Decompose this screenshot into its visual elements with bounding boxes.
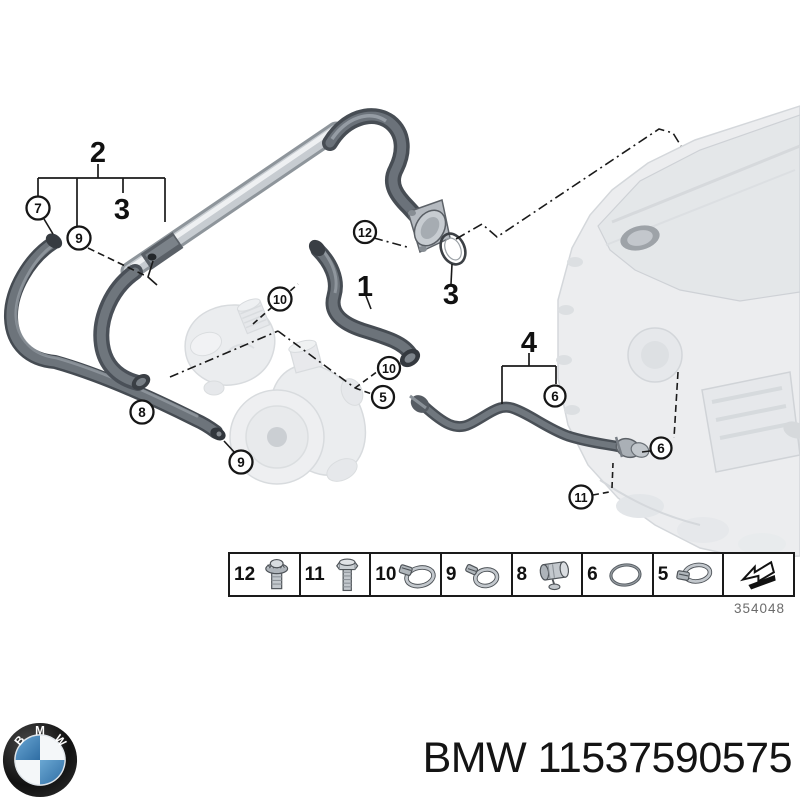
hose4-engine-fitting — [614, 436, 650, 459]
callout-7[interactable]: 7 — [25, 195, 51, 221]
callouts: 7 9 8 9 10 12 10 5 — [25, 195, 673, 510]
o-ring-3[interactable] — [436, 230, 470, 269]
callout-9-hose[interactable]: 9 — [228, 449, 254, 475]
legend-cell-8[interactable]: 8 — [513, 554, 584, 595]
svg-text:8: 8 — [138, 405, 146, 420]
callout-8[interactable]: 8 — [129, 399, 155, 425]
legend-num: 12 — [234, 564, 256, 585]
legend-num: 9 — [445, 564, 457, 585]
leader-lines — [43, 128, 682, 496]
logo-quadrants — [15, 735, 65, 785]
legend-cell-9[interactable]: 9 — [442, 554, 513, 595]
callout-6-bracket[interactable]: 6 — [543, 384, 567, 408]
svg-text:6: 6 — [657, 441, 665, 456]
svg-text:10: 10 — [273, 293, 287, 307]
legend-num: 5 — [657, 564, 669, 585]
svg-text:5: 5 — [379, 390, 387, 405]
label-3-oring[interactable]: 3 — [443, 279, 459, 311]
legend-cell-12[interactable]: 12 — [230, 554, 301, 595]
label-4[interactable]: 4 — [521, 327, 537, 359]
bracket-2 — [37, 164, 166, 226]
legend-num: 8 — [516, 564, 528, 585]
flange-bolt-icon — [265, 558, 289, 589]
bmw-logo: B M W — [2, 722, 78, 798]
legend-cell-10[interactable]: 10 — [371, 554, 442, 595]
parts-legend-table: 12 11 10 9 — [228, 552, 795, 597]
coolant-pipe-2-3[interactable] — [93, 108, 470, 393]
svg-text:12: 12 — [358, 226, 372, 240]
legend-num: 6 — [587, 564, 598, 585]
callout-6-engine[interactable]: 6 — [649, 436, 673, 460]
legend-cell-11[interactable]: 11 — [301, 554, 372, 595]
svg-text:9: 9 — [237, 455, 245, 470]
callout-5[interactable]: 5 — [370, 384, 396, 410]
svg-text:M: M — [35, 725, 45, 738]
label-2[interactable]: 2 — [90, 137, 106, 169]
hose1-top-bead — [308, 239, 326, 257]
legend-cell-arrow[interactable] — [724, 554, 793, 595]
legend-cell-5[interactable]: 5 — [654, 554, 725, 595]
hose-clamp-small-icon — [465, 563, 500, 588]
pipe-flange-fitting — [407, 199, 451, 254]
hose-1[interactable] — [306, 237, 424, 371]
hose-end-cap — [45, 233, 63, 249]
label-3-top[interactable]: 3 — [114, 194, 130, 226]
drawing-number: 354048 — [733, 601, 785, 616]
callout-12[interactable]: 12 — [352, 219, 378, 245]
legend-num: 10 — [375, 564, 397, 585]
hose-clamp-icon — [676, 562, 713, 584]
callout-9-pipe[interactable]: 9 — [66, 225, 92, 251]
hose-7-8[interactable] — [4, 230, 228, 443]
clamp-sleeve-icon — [539, 560, 570, 590]
callout-10-thermostat[interactable]: 10 — [267, 286, 293, 312]
callout-11[interactable]: 11 — [568, 484, 594, 510]
legend-cell-6[interactable]: 6 — [583, 554, 654, 595]
pipe-grommet — [147, 253, 157, 261]
callout-10-pump[interactable]: 10 — [376, 355, 402, 381]
hose-clamp-large-icon — [399, 563, 437, 588]
svg-text:7: 7 — [34, 201, 42, 216]
svg-text:10: 10 — [382, 362, 396, 376]
bracket-4 — [501, 353, 557, 404]
direction-arrow-icon — [740, 560, 777, 590]
hex-bolt-icon — [335, 558, 359, 591]
svg-text:11: 11 — [574, 491, 587, 505]
hose-4[interactable] — [407, 391, 651, 460]
legend-num: 11 — [304, 564, 325, 585]
label-1[interactable]: 1 — [357, 271, 373, 303]
svg-text:6: 6 — [551, 389, 559, 404]
thermostat-housing — [184, 298, 276, 396]
part-title: BMW 11537590575 — [422, 734, 793, 782]
svg-text:9: 9 — [75, 231, 83, 246]
o-ring-icon — [609, 562, 642, 587]
hose4-pump-fitting — [409, 394, 430, 413]
